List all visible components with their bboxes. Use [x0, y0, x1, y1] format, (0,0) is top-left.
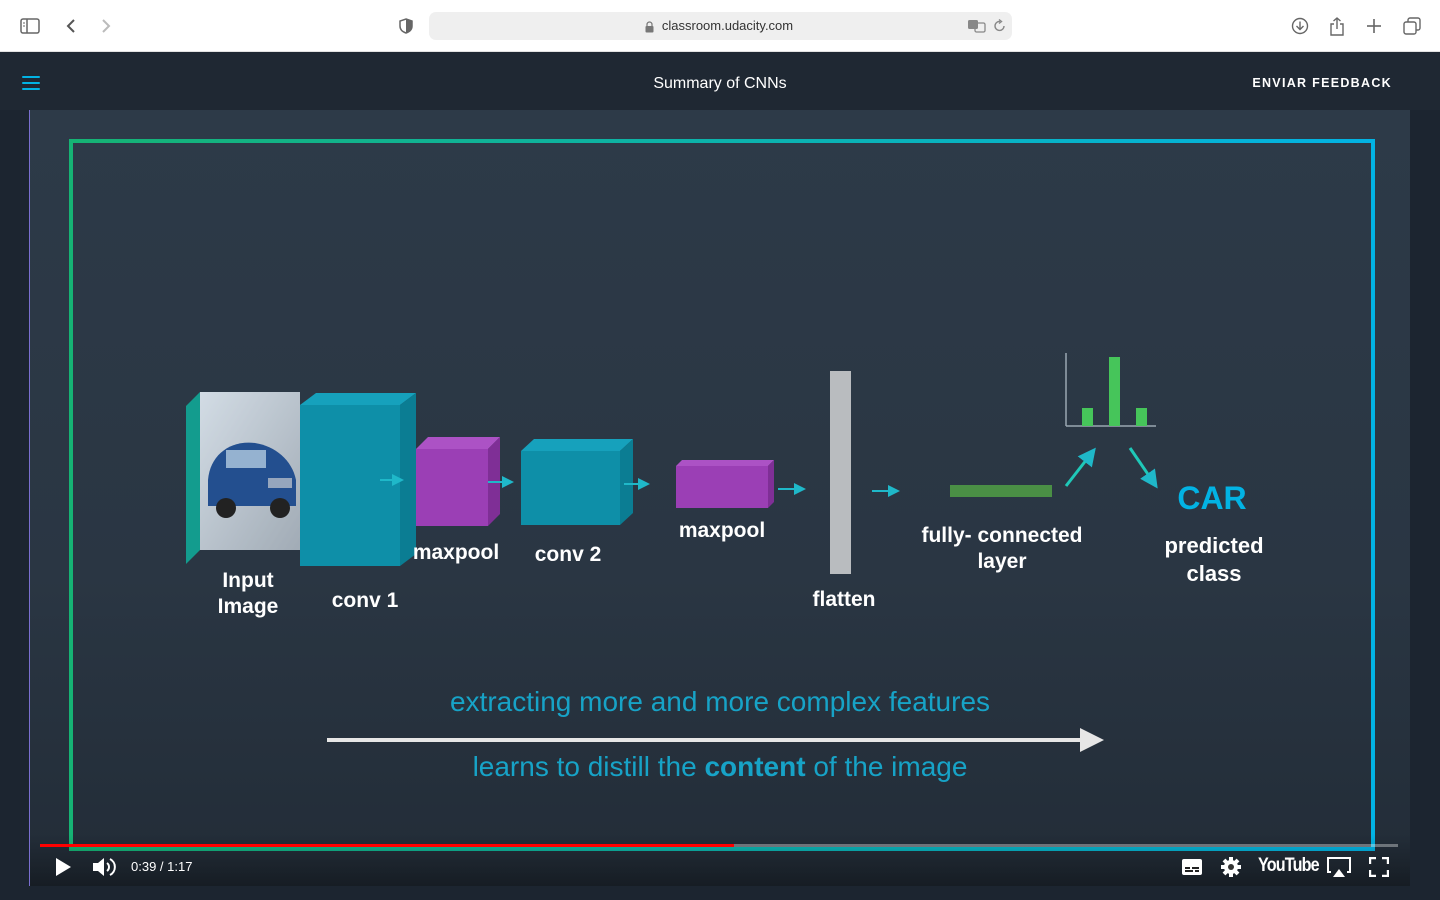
flatten-label: flatten — [812, 588, 876, 611]
page-bottom — [0, 886, 1440, 900]
conv2-block — [521, 439, 633, 525]
caption-bottom-pre: learns to distill the — [472, 751, 705, 782]
maxpool2-block — [676, 460, 774, 508]
maxpool1-block — [416, 437, 500, 526]
airplay-icon[interactable] — [1326, 856, 1352, 878]
fully-connected-block — [950, 485, 1052, 497]
new-tab-icon[interactable] — [1362, 14, 1386, 38]
caption-bottom: learns to distill the content of the ima… — [30, 751, 1410, 783]
input-image — [186, 392, 300, 564]
reload-icon[interactable] — [993, 18, 1007, 39]
maxpool1-label: maxpool — [412, 541, 500, 564]
input-image-label: Input Image — [217, 569, 279, 618]
caption-bottom-post: of the image — [805, 751, 968, 782]
conv2-label: conv 2 — [534, 543, 602, 566]
player-controls — [30, 834, 1410, 886]
progress-bar-fill — [40, 844, 734, 847]
address-bar[interactable]: classroom.udacity.com — [429, 12, 1012, 40]
send-feedback-button[interactable]: ENVIAR FEEDBACK — [1252, 76, 1392, 90]
translate-icon[interactable] — [967, 18, 987, 39]
fully-connected-label: fully- connected layer — [921, 524, 1083, 573]
sidebar-toggle-icon[interactable] — [18, 14, 42, 38]
conv1-label: conv 1 — [331, 589, 399, 612]
browser-toolbar: classroom.udacity.com — [0, 0, 1440, 52]
tab-overview-icon[interactable] — [1400, 14, 1424, 38]
app-header: Summary of CNNs ENVIAR FEEDBACK — [0, 52, 1440, 110]
time-display: 0:39 / 1:17 — [131, 859, 193, 874]
youtube-logo[interactable]: YouTube — [1258, 855, 1320, 876]
predicted-class-label: predicted class — [1164, 533, 1264, 586]
hamburger-menu-icon[interactable] — [22, 76, 40, 92]
play-icon[interactable] — [52, 856, 74, 878]
flatten-block — [830, 371, 851, 574]
car-label: CAR — [1177, 480, 1247, 516]
video-player[interactable]: Input Image conv 1 maxpool conv 2 maxpoo… — [30, 110, 1410, 886]
conv1-block — [300, 393, 416, 566]
cnn-diagram — [186, 353, 1158, 752]
progress-bar[interactable] — [40, 844, 1398, 847]
volume-icon[interactable] — [92, 855, 118, 879]
back-icon[interactable] — [59, 14, 83, 38]
url-text: classroom.udacity.com — [661, 18, 794, 33]
lock-icon — [645, 20, 654, 38]
settings-gear-icon[interactable] — [1220, 856, 1242, 878]
privacy-shield-icon[interactable] — [394, 14, 418, 38]
fullscreen-icon[interactable] — [1368, 856, 1390, 878]
caption-bottom-bold: content — [704, 751, 806, 782]
caption-top: extracting more and more complex feature… — [449, 686, 991, 717]
share-icon[interactable] — [1325, 14, 1349, 38]
maxpool2-label: maxpool — [678, 519, 766, 542]
output-histogram — [1065, 353, 1156, 427]
page-title: Summary of CNNs — [653, 75, 787, 92]
car-photo-icon — [208, 442, 296, 518]
forward-icon[interactable] — [94, 14, 118, 38]
download-icon[interactable] — [1288, 14, 1312, 38]
captions-icon[interactable] — [1181, 857, 1203, 877]
